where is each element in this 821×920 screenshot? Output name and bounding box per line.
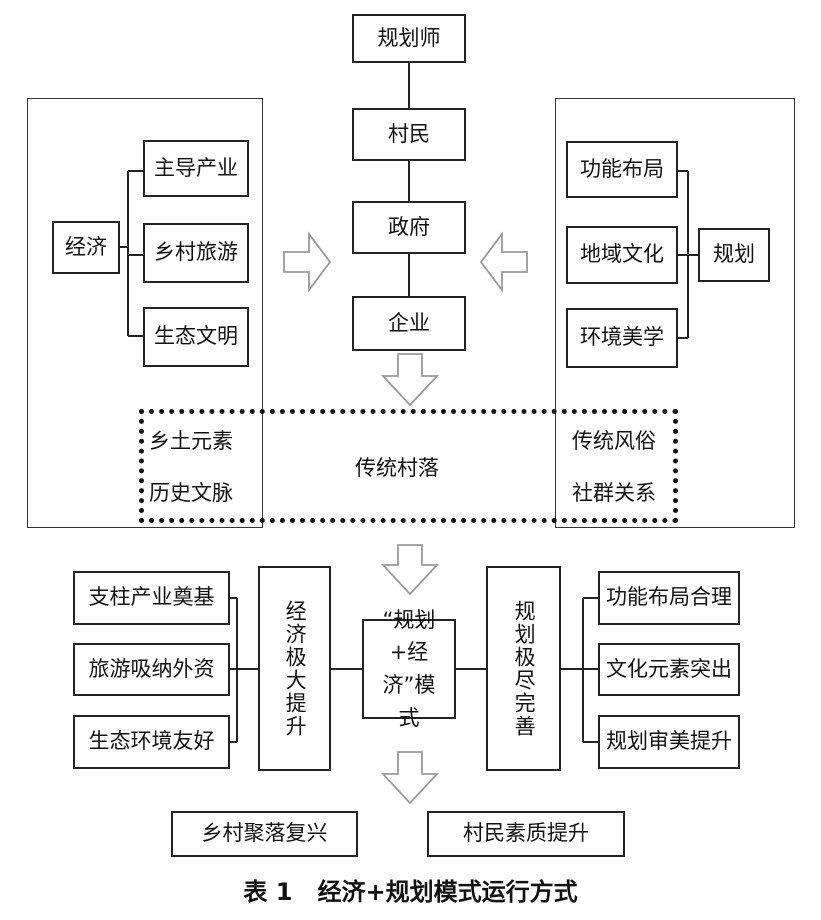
economy-item-ecological-civilization: 生态文明 [143,307,249,367]
result-planning-aesthetics: 规划审美提升 [598,715,740,769]
village-left-item-historical-context: 历史文脉 [149,481,233,505]
planning-frame [555,98,795,528]
economy-frame [27,98,263,528]
government-box: 政府 [352,201,466,254]
down-arrow-icon [380,751,440,805]
down-arrow-icon [380,544,440,596]
planning-item-function-layout: 功能布局 [566,141,678,198]
planning-box: 规划 [698,228,770,282]
model-box: “规划+经济”模式 [362,608,456,730]
economy-item-leading-industry: 主导产业 [143,140,249,197]
economy-summary-box: 经济极大提升 [258,566,331,771]
outcome-villager-quality: 村民素质提升 [427,811,625,857]
right-arrow-icon [283,231,332,293]
result-pillar-industry: 支柱产业奠基 [73,571,230,625]
outcome-village-revival: 乡村聚落复兴 [171,811,358,857]
traditional-village-box [139,409,678,523]
economy-box: 经济 [52,221,120,274]
result-cultural-elements: 文化元素突出 [598,643,740,696]
village-center-label: 传统村落 [355,456,439,480]
economy-item-rural-tourism: 乡村旅游 [143,223,249,283]
result-eco-friendly: 生态环境友好 [73,715,230,769]
result-tourism-investment: 旅游吸纳外资 [73,643,230,696]
enterprise-box: 企业 [352,296,466,351]
village-right-item-community-relations: 社群关系 [572,481,656,505]
down-arrow-icon [380,353,440,407]
planning-item-environmental-aesthetics: 环境美学 [566,308,678,368]
village-right-item-traditional-customs: 传统风俗 [572,429,656,453]
planner-box: 规划师 [352,14,466,63]
planning-item-regional-culture: 地域文化 [566,226,678,284]
left-arrow-icon [479,231,528,293]
figure-caption: 表 1 经济+规划模式运行方式 [243,878,578,906]
villagers-box: 村民 [352,108,466,161]
result-function-layout: 功能布局合理 [598,571,740,625]
village-left-item-native-elements: 乡土元素 [149,429,233,453]
planning-summary-box: 规划极尽完善 [486,566,561,771]
